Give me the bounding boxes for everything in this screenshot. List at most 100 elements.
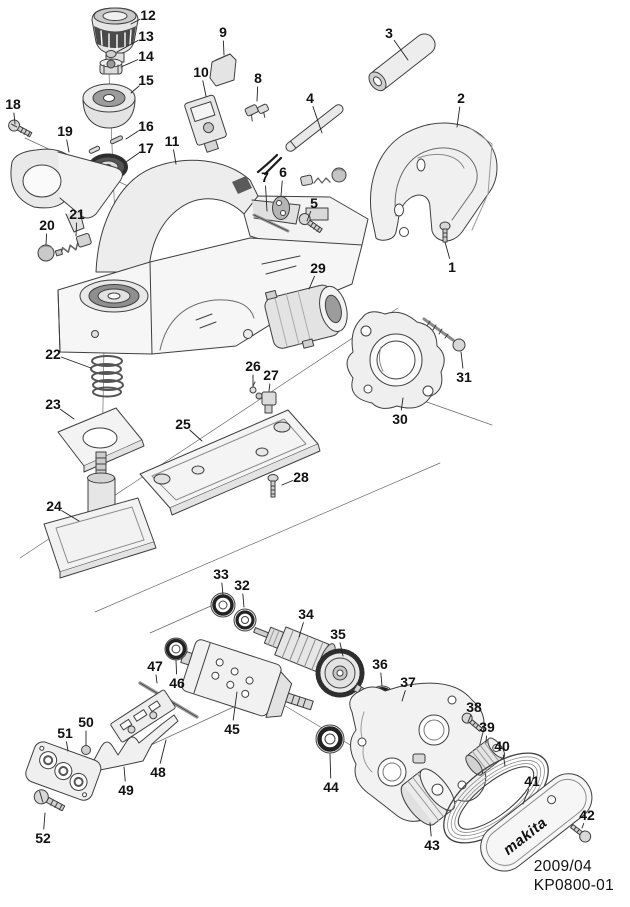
drawing-footer: 2009/04 KP0800-01 [534,857,614,895]
leader-line-9 [222,40,225,56]
leader-line-48 [159,739,167,764]
part-45-cutter-drum [180,639,314,718]
leader-line-22 [60,356,92,369]
leader-line-40 [502,754,506,767]
part-44-bearing [315,724,345,754]
part-label-18: 18 [5,96,21,112]
part-label-10: 10 [193,64,209,80]
part-5-screw [298,213,323,234]
part-label-29: 29 [310,260,326,276]
part-label-7: 7 [261,169,269,185]
leader-line-13 [116,39,139,53]
part-10-switch [184,94,227,153]
leader-line-23 [59,408,75,420]
part-label-52: 52 [35,830,51,846]
leader-line-30 [400,397,404,411]
leader-line-11 [173,149,177,165]
part-9-capacitor [209,53,237,87]
part-32-bearing [233,608,257,632]
leader-line-42 [581,822,585,829]
part-19-chip-deflector [10,148,123,233]
leader-line-24 [61,510,80,522]
leader-line-51 [66,741,69,752]
part-label-35: 35 [330,626,346,642]
part-16-pin [88,135,124,154]
leader-line-52 [43,812,46,830]
part-label-14: 14 [138,48,154,64]
part-label-43: 43 [424,837,440,853]
part-8-terminal [244,103,269,122]
part-label-46: 46 [169,675,185,691]
part-label-15: 15 [138,72,154,88]
part-52-bolt [33,789,66,812]
leader-line-32 [242,593,245,608]
leader-line-4 [312,106,323,134]
part-label-40: 40 [494,738,510,754]
part-2-handle-cover [370,122,498,242]
part-28-screw [267,474,279,498]
leader-line-1 [444,241,451,259]
part-12-knob [91,7,139,63]
part-label-38: 38 [466,699,482,715]
part-label-28: 28 [293,469,309,485]
leader-line-20 [45,233,48,246]
part-label-22: 22 [45,346,61,362]
part-label-9: 9 [219,24,227,40]
part-label-45: 45 [224,721,240,737]
part-6-grommet [272,196,290,220]
part-3-sleeve [368,33,436,92]
leader-line-29 [308,275,315,290]
leader-line-15 [130,85,140,94]
leader-line-47 [155,674,158,684]
revision-date: 2009/04 [533,858,592,875]
part-label-44: 44 [323,779,339,795]
part-33-bearing [210,592,236,618]
part-29-field [264,284,348,349]
part-label-51: 51 [57,725,73,741]
leader-line-8 [256,86,259,102]
part-label-41: 41 [524,773,540,789]
part-label-34: 34 [298,606,314,622]
part-label-48: 48 [150,764,166,780]
part-label-33: 33 [213,566,229,582]
part-label-25: 25 [175,416,191,432]
leader-line-5 [306,210,312,222]
part-label-2: 2 [457,90,465,106]
leader-line-10 [202,80,207,97]
part-label-1: 1 [448,259,456,275]
leader-line-41 [522,788,530,805]
part-30-bearing-box [346,311,445,409]
part-label-26: 26 [245,358,261,374]
part-label-32: 32 [234,577,250,593]
part-label-23: 23 [45,396,61,412]
leader-line-36 [380,672,383,687]
leader-line-17 [125,152,140,163]
part-23-adjust-plate [57,407,145,473]
part-42-screw [570,823,592,843]
part-label-47: 47 [147,658,163,674]
part-label-19: 19 [57,123,73,139]
leader-line-33 [221,582,224,596]
leader-line-35 [339,642,344,657]
cord-wires [256,153,283,176]
part-15-bearing-cup [82,83,136,129]
leader-line-21 [75,222,78,237]
part-number-labels: 1234567891011121314151617181920212223242… [5,7,595,853]
part-50-pin [81,745,91,755]
part-22-spring [90,355,124,398]
leader-line-27 [268,383,271,392]
leader-line-38 [467,714,472,723]
leader-line-46 [175,660,178,675]
leader-line-44 [329,753,332,779]
leader-line-12 [130,18,141,25]
part-13-nut [105,50,117,58]
leader-line-45 [232,691,238,721]
leader-line-34 [298,622,304,638]
part-43-pulley [400,768,456,826]
part-35-gear [315,648,375,702]
model-code: KP0800-01 [533,877,614,894]
part-24-front-base [43,451,157,579]
part-label-13: 13 [138,28,154,44]
part-49-adjust-plate [92,714,179,771]
